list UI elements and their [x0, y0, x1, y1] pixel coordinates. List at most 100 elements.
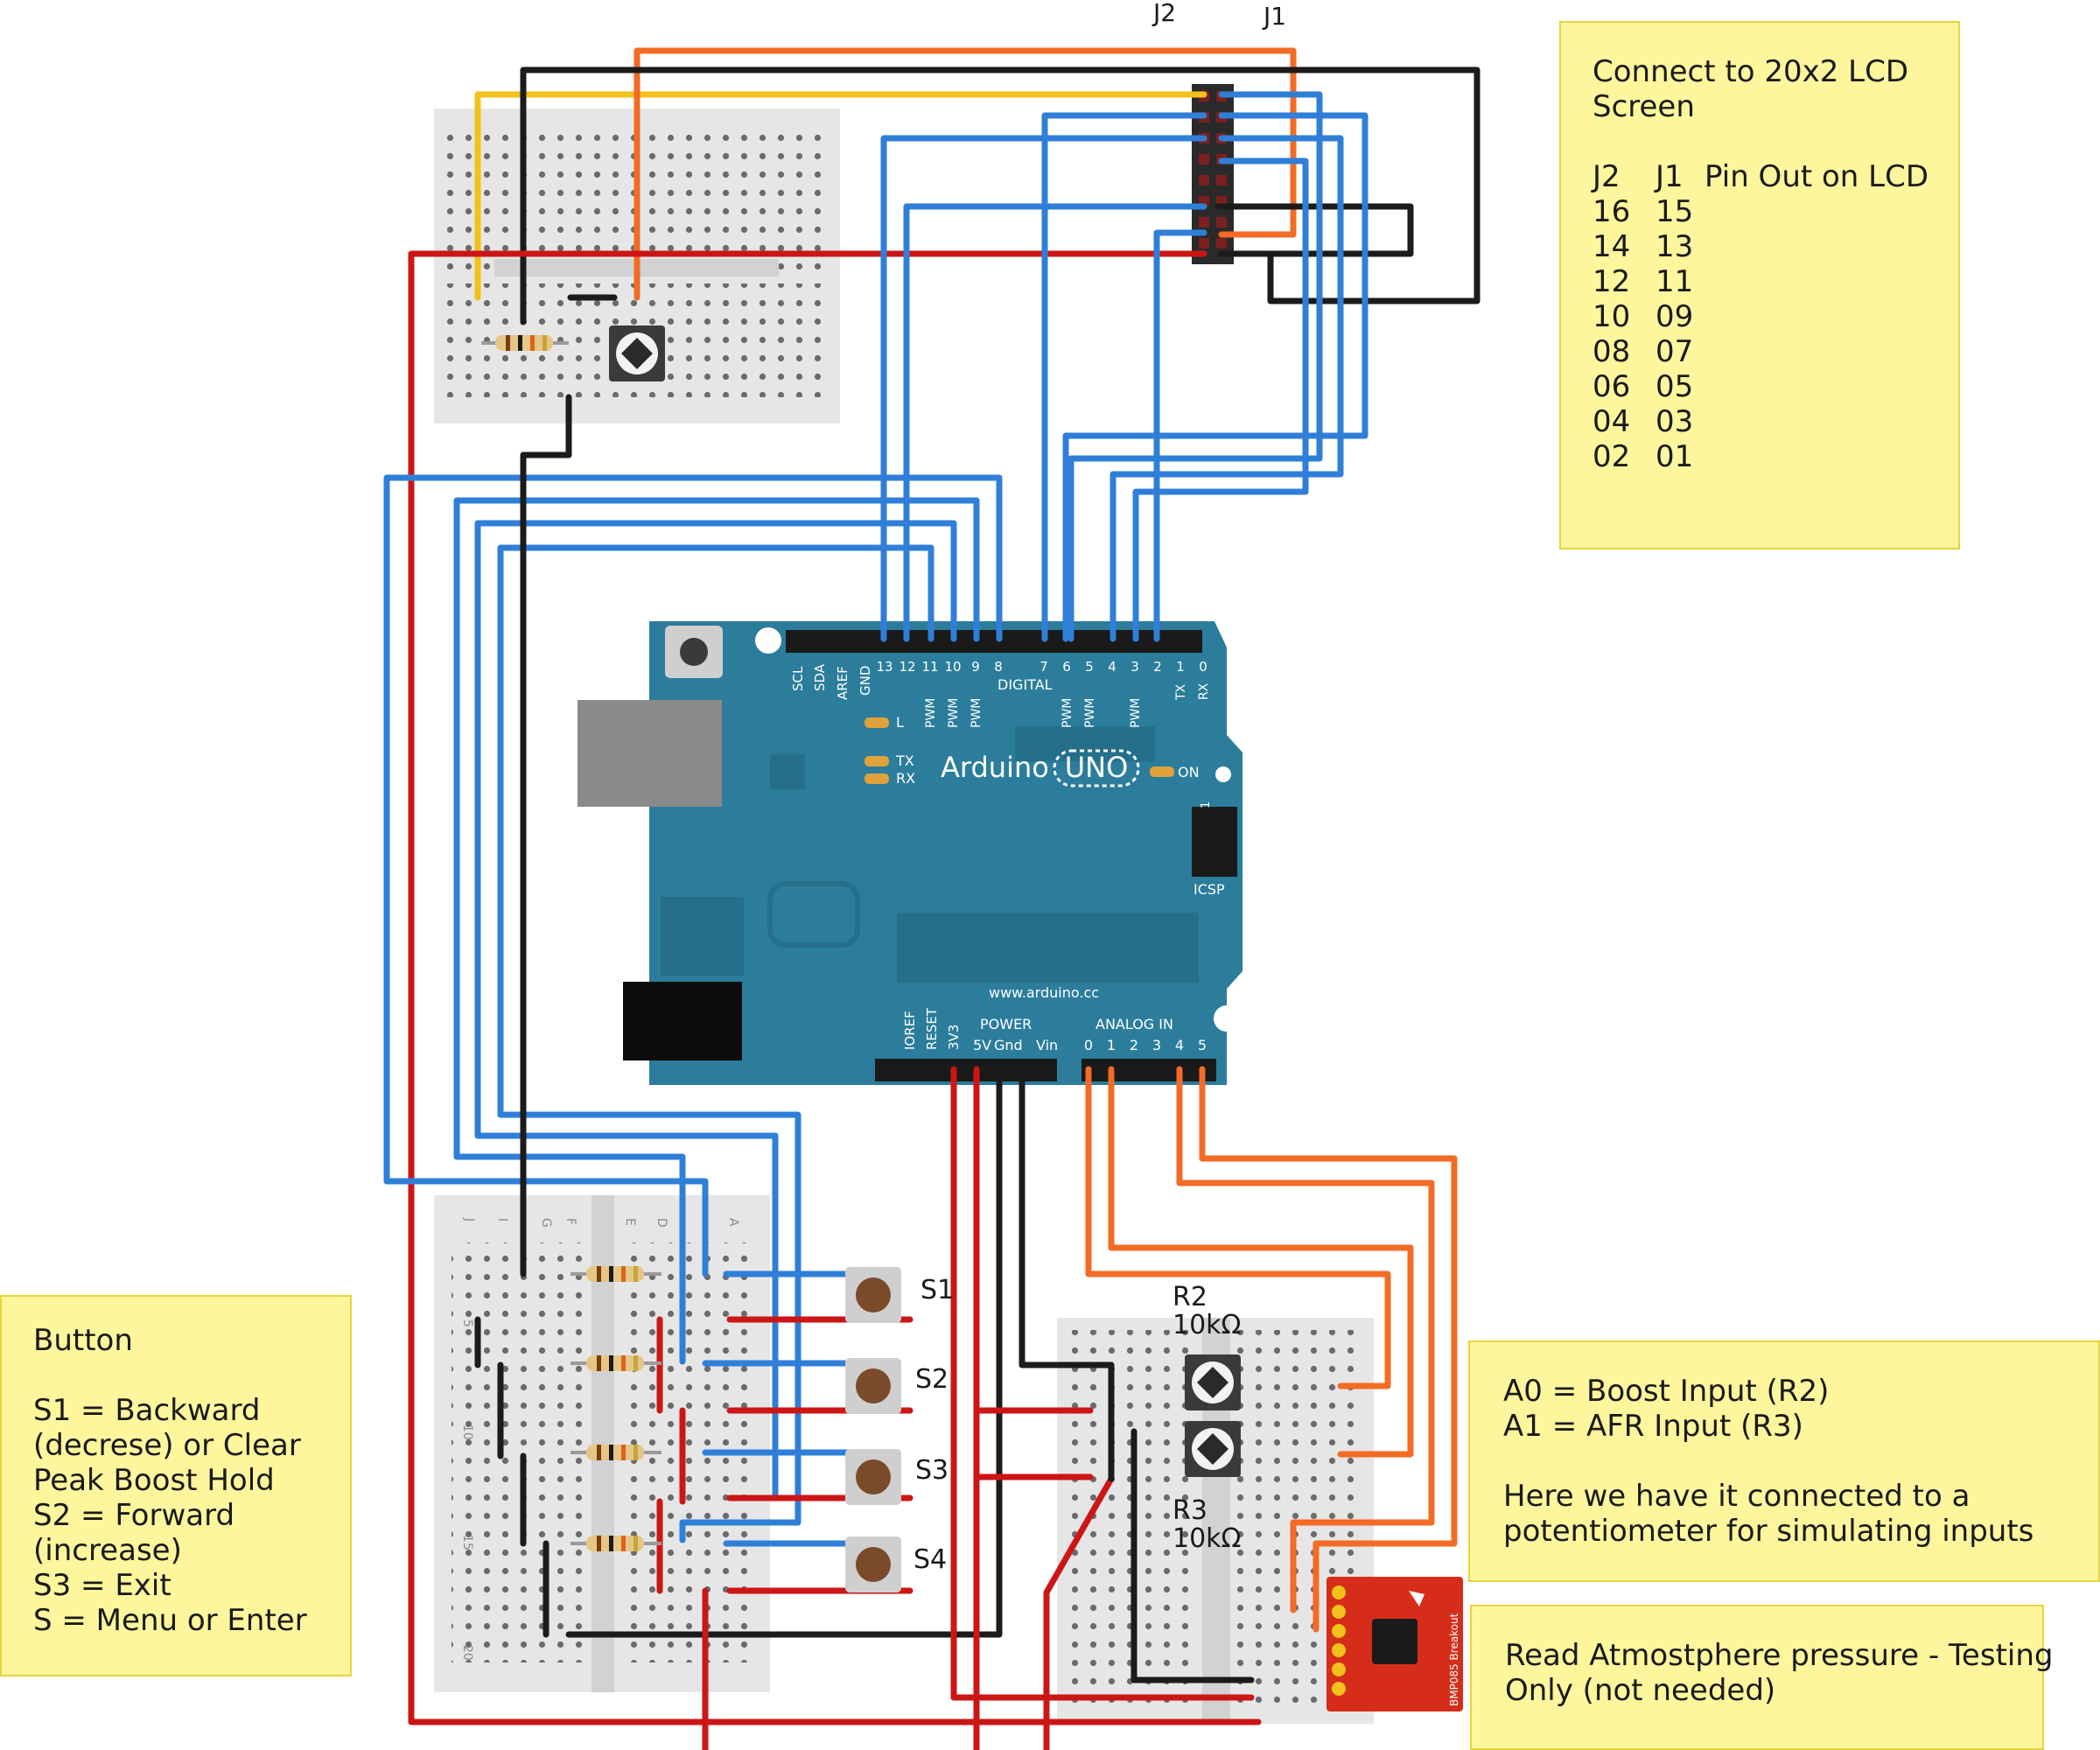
- icsp-pin1-label: 1: [1200, 802, 1213, 808]
- bb-num-20: 20: [460, 1645, 474, 1661]
- lcd-header-j2: J2: [1592, 159, 1620, 194]
- analog-note-desc: potentiometer for simulating inputs: [1503, 1514, 2034, 1549]
- wire-blue-lcd-d3: [1110, 135, 1344, 642]
- bb-letter-a: A: [726, 1218, 740, 1227]
- pressure-note-line: Read Atmostphere pressure - Testing: [1505, 1638, 2054, 1673]
- wire-blue-lcd-d4: [1132, 158, 1309, 642]
- pressure-note-line: Only (not needed): [1505, 1673, 1776, 1708]
- pwm-label-10: PWM: [947, 698, 961, 728]
- pin-sda-label: SDA: [812, 663, 828, 691]
- wire-blue-lcd-d6: [880, 135, 1208, 642]
- note-button-functions: Button S1 = Backward (decrese) or Clear …: [0, 1295, 352, 1676]
- resistor-button-1: [570, 1266, 662, 1282]
- pot-r3-value: 10kΩ: [1172, 1523, 1241, 1554]
- pin-d7-label: 7: [1040, 659, 1048, 675]
- wire-orange-a5: [1199, 1066, 1458, 1633]
- analog-note-line: A0 = Boost Input (R2): [1503, 1374, 1830, 1409]
- pin-d9-label: 9: [971, 659, 980, 675]
- wire-red-5v-lcd: [408, 250, 1262, 1726]
- pwm-label-9: PWM: [970, 698, 984, 728]
- bb-num-5: 5: [460, 1320, 474, 1327]
- lcd-j2-cell: 06: [1592, 369, 1631, 404]
- bmp-label: BMP085 Breakout: [1448, 1613, 1460, 1706]
- potentiometer-r3[interactable]: [1185, 1421, 1241, 1477]
- wire-blue-button-2: [453, 497, 980, 1365]
- arduino-brand: Arduino: [941, 751, 1049, 784]
- pin-d4-label: 4: [1108, 659, 1116, 675]
- wire-black-gnd-power: [565, 1066, 1003, 1638]
- pin-d8-label: 8: [994, 659, 1003, 675]
- bb-letter-j: J: [462, 1217, 476, 1222]
- note-lcd-connection: Connect to 20x2 LCD Screen J2 J1 Pin Out…: [1559, 21, 1960, 550]
- wire-orange-a0: [1085, 1066, 1391, 1390]
- push-button-s1[interactable]: [845, 1267, 901, 1323]
- power-jack: [623, 982, 742, 1060]
- analog-note-line: A1 = AFR Input (R3): [1503, 1409, 1803, 1444]
- pin-vin-label: Vin: [1036, 1037, 1058, 1054]
- digital-label: DIGITAL: [998, 676, 1053, 693]
- pot-r3-name: R3: [1172, 1495, 1208, 1526]
- button-note-line: (decrese) or Clear: [33, 1428, 301, 1463]
- contrast-potentiometer[interactable]: [609, 326, 665, 382]
- j1-label: J1: [1262, 2, 1286, 31]
- resistor-button-3: [570, 1445, 662, 1460]
- pin-d5-label: 5: [1085, 659, 1094, 675]
- bmp085-breakout-board: BMP085 Breakout: [1326, 1577, 1463, 1712]
- push-button-s2[interactable]: [845, 1358, 901, 1414]
- lcd-pinout-header: J2 J1 Pin Out on LCD: [1592, 159, 1928, 194]
- pwm-label-3: PWM: [1129, 698, 1143, 728]
- wire-red-5v-main: [950, 1066, 1255, 1701]
- pin-a5-label: 5: [1198, 1037, 1207, 1054]
- wire-blue-lcd-d5: [1041, 112, 1208, 642]
- pin-gnd2-label: Gnd: [994, 1037, 1023, 1054]
- wire-orange-a4: [1176, 1066, 1435, 1614]
- wire-blue-button-3: [474, 520, 957, 1502]
- button-note-line: Peak Boost Hold: [33, 1463, 275, 1498]
- bb-letter-d: D: [654, 1218, 668, 1228]
- j2-label: J2: [1152, 0, 1176, 27]
- wire-black-gnd-power2: [1018, 1066, 1115, 1368]
- wire-black-lcd-bridge: [1214, 203, 1414, 257]
- lcd-note-title-1: Connect to 20x2 LCD: [1592, 54, 1909, 89]
- lcd-j2-cell: 02: [1592, 439, 1631, 474]
- lcd-j2-cell: 08: [1592, 334, 1631, 369]
- wire-blue-lcd-d2: [1062, 112, 1368, 642]
- lcd-pinout-row: 12 11: [1592, 264, 1928, 299]
- pin-gnd-label: GND: [858, 666, 873, 696]
- push-button-s4[interactable]: [845, 1536, 901, 1592]
- arduino-uno-board: Arduino UNO ON www.arduino.cc ICSP L TX …: [578, 621, 1242, 1085]
- lcd-header-connector: J2 J1: [1152, 0, 1286, 264]
- pot-r2-name: R2: [1172, 1282, 1208, 1312]
- potentiometer-r2[interactable]: [1185, 1354, 1241, 1410]
- power-label: POWER: [980, 1016, 1032, 1032]
- tx-pin-label: TX: [1174, 683, 1188, 701]
- pin-reset-label: RESET: [924, 1007, 940, 1050]
- lcd-j1-cell: 09: [1656, 299, 1694, 334]
- pin-a3-label: 3: [1152, 1037, 1161, 1054]
- lcd-j1-cell: 15: [1656, 194, 1694, 229]
- button-note-line: S1 = Backward: [33, 1393, 261, 1428]
- lcd-j1-cell: 11: [1656, 264, 1694, 299]
- led-tx-label: TX: [895, 752, 914, 769]
- wire-blue-button-4: [497, 544, 934, 1544]
- push-button-s3[interactable]: [845, 1449, 901, 1505]
- led-l-label: L: [896, 714, 904, 731]
- button-note-title: Button: [33, 1323, 133, 1358]
- lcd-header-pinout: Pin Out on LCD: [1704, 159, 1929, 194]
- analog-in-label: ANALOG IN: [1096, 1016, 1173, 1032]
- button-note-line: S = Menu or Enter: [33, 1603, 307, 1638]
- wire-black-bmp-gnd: [1130, 1428, 1255, 1684]
- button-label-s1: S1: [920, 1275, 954, 1306]
- pin-d13-label: 13: [876, 659, 892, 675]
- button-note-line: S2 = Forward: [33, 1498, 235, 1533]
- lcd-j2-cell: 12: [1592, 264, 1631, 299]
- pin-5v-label: 5V: [973, 1037, 991, 1054]
- lcd-j1-cell: 03: [1656, 404, 1694, 439]
- pin-aref-label: AREF: [835, 666, 850, 700]
- lcd-j2-cell: 04: [1592, 404, 1631, 439]
